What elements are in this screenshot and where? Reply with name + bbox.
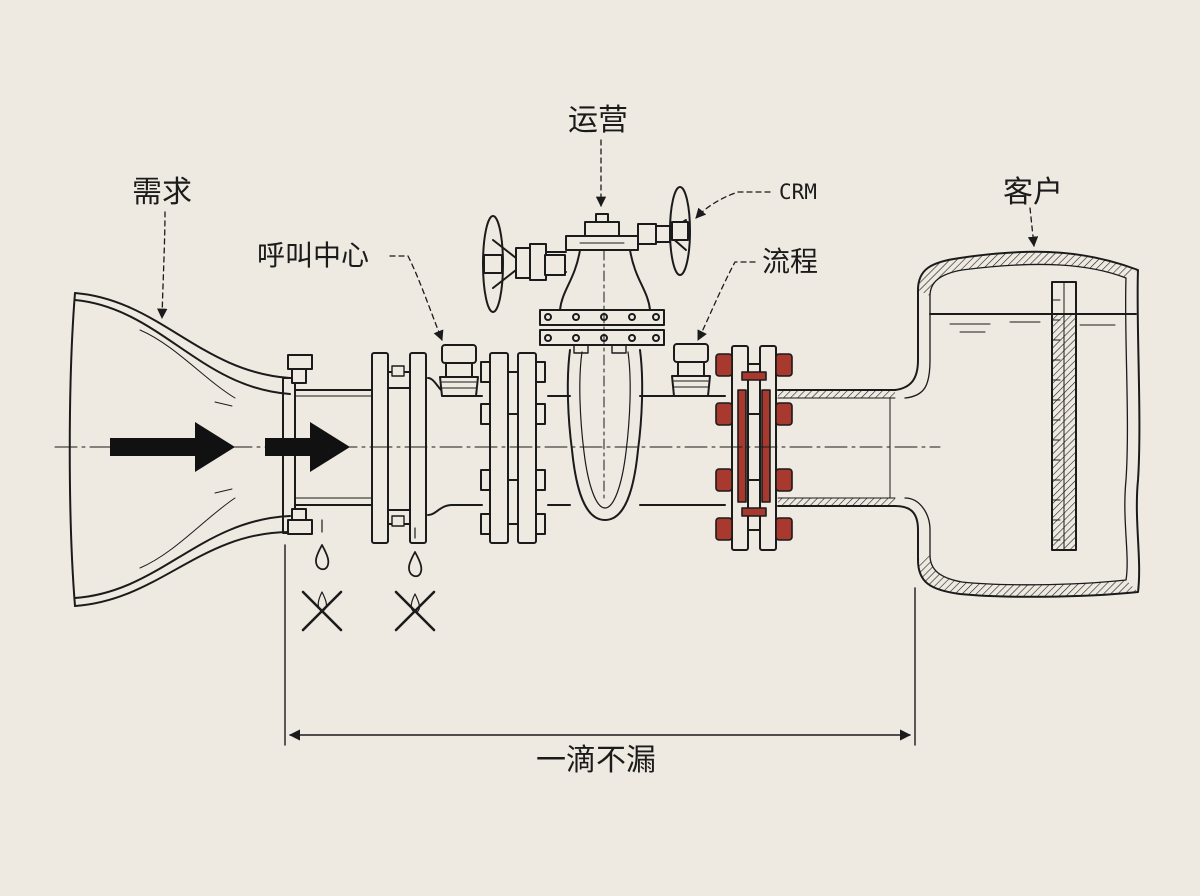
flow-arrows xyxy=(110,422,350,472)
inlet-funnel xyxy=(68,292,291,607)
gauge-fitting-2 xyxy=(671,343,711,397)
customer-tank xyxy=(894,250,1141,598)
label-process: 流程 xyxy=(762,245,819,278)
gate-valve xyxy=(482,186,691,521)
flange-pair-1 xyxy=(371,352,427,544)
flow-arrow-1 xyxy=(110,422,235,472)
main-pipe xyxy=(294,377,896,516)
dimension-line xyxy=(284,544,916,746)
leak-drips xyxy=(301,519,436,632)
flange-pair-red xyxy=(715,345,793,551)
red-bolts xyxy=(715,353,793,541)
flange-pair-2 xyxy=(480,352,546,544)
label-crm: CRM xyxy=(779,180,817,204)
label-dimension: 一滴不漏 xyxy=(536,743,656,778)
flow-arrow-2 xyxy=(265,422,350,472)
label-customer: 客户 xyxy=(1003,175,1063,210)
gauge-fitting-1 xyxy=(439,344,479,397)
label-demand: 需求 xyxy=(132,175,192,210)
first-flange xyxy=(282,354,313,535)
label-call-center: 呼叫中心 xyxy=(257,239,370,272)
leader-lines xyxy=(157,139,1039,341)
label-operations: 运营 xyxy=(568,103,628,138)
